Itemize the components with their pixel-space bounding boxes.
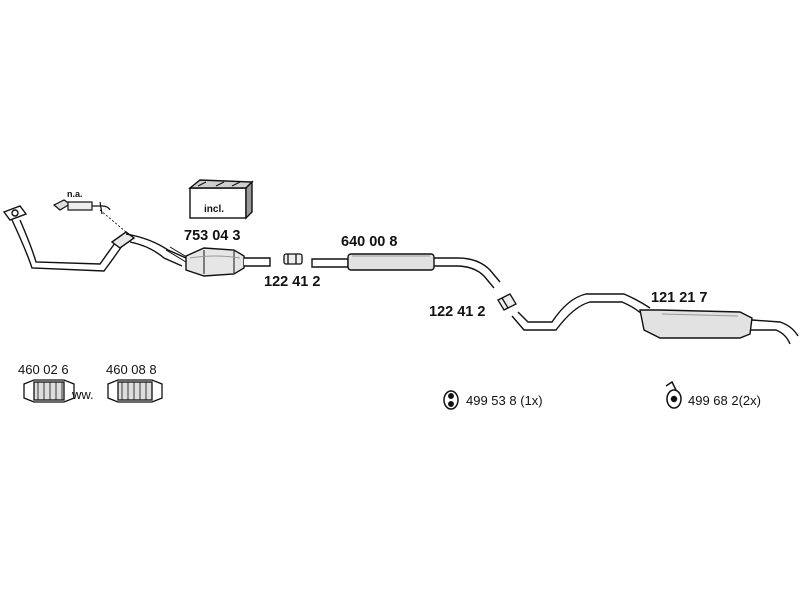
front-pipe[interactable] (2, 205, 127, 272)
middle-silencer[interactable] (311, 253, 501, 289)
lambda-leader-line (99, 209, 127, 233)
fitting-kit-box[interactable] (188, 179, 254, 220)
lambda-sensor[interactable] (52, 199, 111, 215)
part-number-460026: 460 02 6 (18, 362, 69, 377)
part-number-499538: 499 53 8 (1x) (466, 393, 543, 408)
lambda-note-label: n.a. (67, 189, 83, 199)
part-number-753043: 753 04 3 (184, 228, 240, 244)
rear-silencer[interactable] (511, 293, 799, 345)
part-number-122412-front: 122 41 2 (264, 274, 320, 290)
rubber-mount-499538[interactable] (443, 390, 459, 410)
flex-pipe-460088[interactable] (107, 379, 163, 403)
catalytic-converter[interactable] (185, 247, 271, 277)
clamp-rear[interactable] (497, 293, 517, 311)
alternative-label: ww. (71, 387, 94, 402)
part-number-121217: 121 21 7 (651, 290, 707, 306)
flex-pipe-460026[interactable] (23, 379, 75, 403)
part-number-499682: 499 68 2(2x) (688, 393, 761, 408)
part-number-122412-rear: 122 41 2 (429, 304, 485, 320)
kit-note-label: incl. (204, 204, 224, 215)
clamp-front[interactable] (283, 253, 303, 265)
part-number-640008: 640 00 8 (341, 234, 397, 250)
downpipe-section[interactable] (110, 231, 191, 267)
part-number-460088: 460 08 8 (106, 362, 157, 377)
rubber-mount-499682[interactable] (665, 380, 682, 409)
